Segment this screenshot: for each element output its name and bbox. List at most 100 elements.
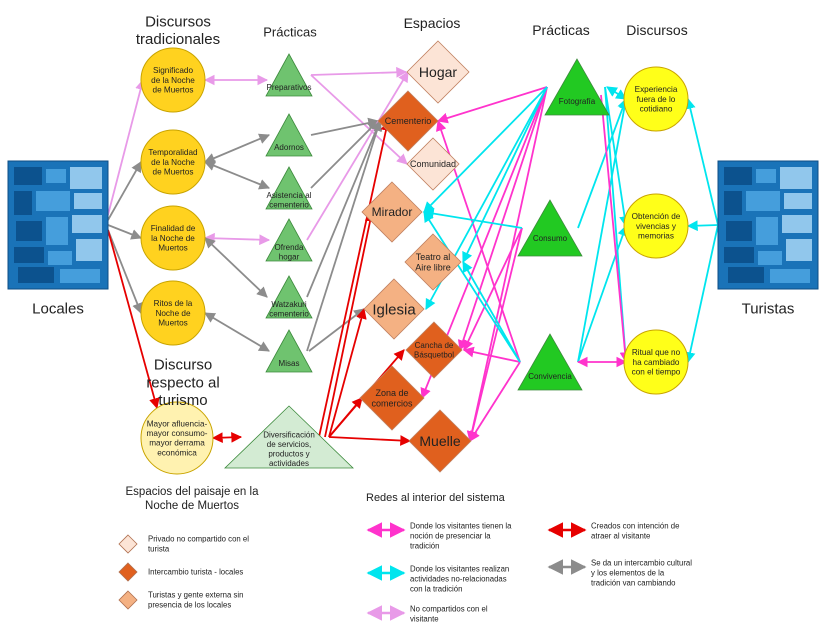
practica-local-6-label: Misas — [279, 359, 300, 368]
edge-p4-e1 — [306, 71, 409, 241]
edge-d3-p4 — [203, 232, 271, 246]
espacio-5 — [404, 233, 462, 291]
edge-pD-e8 — [328, 397, 363, 438]
edge-f3-e7 — [462, 346, 521, 363]
practica-diversificacion — [224, 405, 354, 469]
discurso-tradicional-1 — [140, 47, 206, 113]
discurso-turista-3 — [623, 329, 689, 395]
legend-redes-title: Redes al interior del sistema — [366, 492, 506, 504]
edge-f2-e7 — [463, 227, 523, 351]
practica-local-6 — [265, 329, 313, 373]
header-practicas-locales: Prácticas — [263, 25, 317, 40]
edge-pD-e4 — [324, 210, 376, 438]
actor-locales — [7, 160, 109, 290]
edge-p6-e6 — [308, 308, 365, 352]
edge-f3-r2 — [577, 224, 628, 363]
edge-L-d4 — [107, 229, 143, 315]
edge-p3-e2 — [310, 120, 379, 189]
edge-pD-e9 — [328, 435, 412, 446]
edge-d4-p6 — [204, 312, 270, 352]
espacio-6 — [363, 278, 425, 340]
nodes-layer — [7, 40, 819, 610]
edge-f2-e9 — [467, 227, 523, 443]
edge-f3-e5 — [462, 261, 521, 363]
edge-f1-e5 — [462, 86, 548, 263]
edge-T-r3 — [684, 224, 719, 364]
practica-turista-2 — [517, 199, 583, 257]
edge-f1-e2 — [436, 86, 548, 124]
practica-local-2-label: Adornos — [274, 143, 304, 152]
practica-turista-1-label: Fotografía — [559, 97, 596, 106]
practica-local-3 — [265, 166, 313, 210]
practica-local-1-label: Preparativos — [267, 83, 312, 92]
practica-turista-3-label: Convivencia — [528, 372, 572, 381]
edge-f3-e9 — [469, 361, 521, 442]
edge-f1-r1 — [606, 86, 627, 100]
practica-local-2 — [265, 113, 313, 157]
edge-f1-e4 — [423, 86, 548, 213]
edge-dT-pD — [211, 431, 243, 444]
edge-f2-r1 — [577, 97, 628, 229]
espacio-4 — [361, 181, 423, 243]
edge-f1-r3 — [600, 94, 631, 364]
discurso-turismo-node-label: Mayor afluencia-mayor consumo-mayor derr… — [147, 419, 208, 457]
espacio-8 — [359, 365, 425, 431]
legend-espacio-swatch-1 — [118, 534, 138, 554]
espacio-2-label: Cementerio — [385, 116, 432, 126]
edge-d2-p2 — [204, 133, 270, 164]
actor-turistas-label: Turistas — [742, 300, 795, 317]
edge-pD-e6 — [328, 307, 367, 438]
edge-p5-e2 — [306, 120, 382, 298]
edge-T-r1 — [684, 97, 719, 226]
espacio-6-label: Iglesia — [372, 301, 416, 318]
edge-f3-r1 — [577, 97, 630, 363]
espacio-9-label: Muelle — [419, 433, 460, 449]
espacio-2 — [377, 90, 439, 152]
legend-espacio-swatch-2 — [118, 562, 138, 582]
edge-f3-e4 — [423, 211, 521, 363]
edge-L-dT — [107, 229, 160, 410]
espacio-3-label: Comunidad — [410, 159, 456, 169]
discurso-tradicional-4 — [140, 280, 206, 346]
practica-local-1 — [265, 53, 313, 97]
discurso-turismo-node — [140, 401, 214, 475]
legend-espacio-swatch-3 — [118, 590, 138, 610]
espacio-7 — [405, 321, 463, 379]
edge-L-d1 — [107, 78, 146, 216]
edge-f1-e9 — [466, 86, 548, 443]
header-espacios: Espacios — [404, 15, 461, 31]
edge-p1-e3 — [310, 74, 408, 165]
practica-local-4 — [265, 218, 313, 262]
edge-L-d2 — [107, 161, 142, 221]
edge-d3-p5 — [204, 237, 268, 298]
edge-L-d3 — [107, 224, 143, 240]
discurso-turista-2 — [623, 193, 689, 259]
edge-pD-e2 — [318, 119, 392, 438]
espacio-1-label: Hogar — [419, 64, 457, 80]
edge-f2-e4 — [422, 208, 523, 229]
espacio-1 — [406, 40, 470, 104]
edge-p6-e2 — [306, 119, 383, 352]
discurso-tradicional-3 — [140, 205, 206, 271]
